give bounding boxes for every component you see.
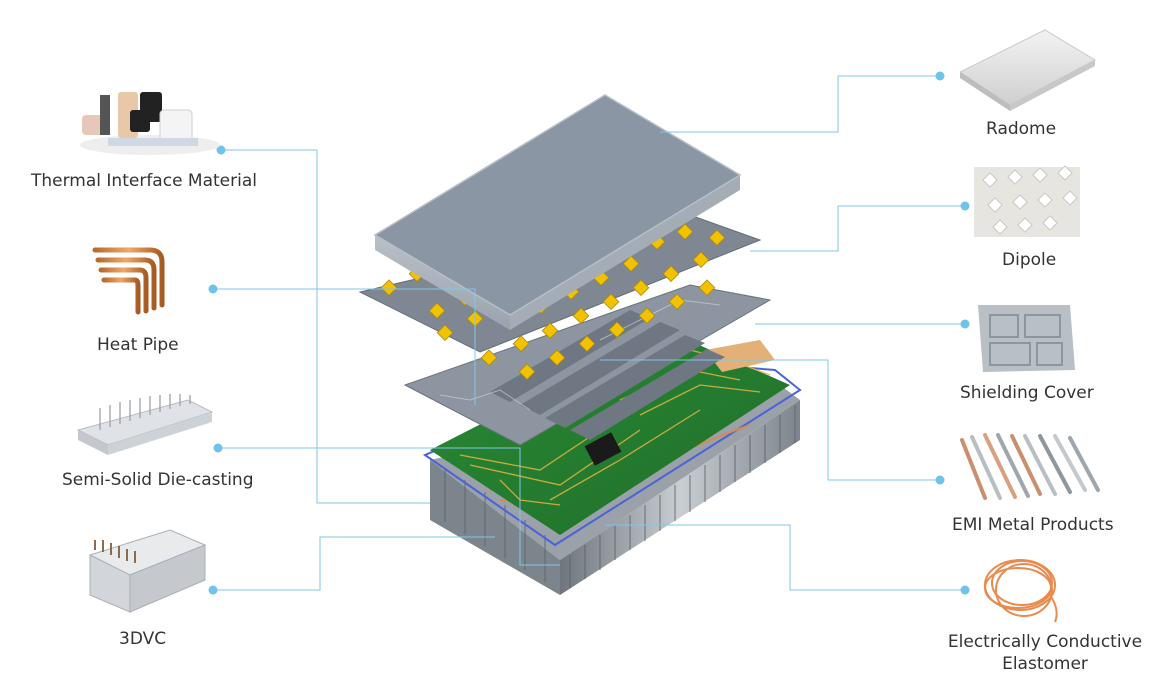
label-emi-metal-products: EMI Metal Products (952, 515, 1114, 535)
emi-metal-parts-image (960, 433, 1100, 500)
dot-radome (935, 71, 945, 81)
leader-line-radome (660, 75, 940, 133)
label-elastomer-line-2: Elastomer (1002, 654, 1088, 674)
leader-line-tim (221, 149, 430, 504)
dot-emi (935, 475, 945, 485)
label-elastomer-line-1: Electrically Conductive (947, 632, 1143, 652)
label-shielding-cover: Shielding Cover (960, 383, 1094, 403)
leader-dots (208, 71, 970, 595)
dot-elastomer (960, 585, 970, 595)
leader-lines (213, 75, 965, 591)
radome-layer (373, 94, 742, 330)
label-semi-solid-die-casting: Semi-Solid Die-casting (62, 470, 254, 490)
label-dipole: Dipole (1002, 250, 1057, 270)
dot-heat-pipe (208, 284, 218, 294)
leader-line-elastomer (605, 524, 965, 591)
3dvc-module-image (88, 529, 207, 613)
dot-die-casting (213, 443, 223, 453)
heat-pipe-image (92, 247, 165, 315)
leader-line-heat-pipe (213, 288, 476, 405)
leader-line-dipole (750, 205, 965, 252)
conductive-cord-image (984, 559, 1058, 623)
leader-line-die-casting (218, 447, 560, 566)
dipole-array-image (974, 165, 1080, 237)
radome-panel-image (958, 29, 1097, 111)
label-electrically-conductive-elastomer: Electrically Conductive Elastomer (945, 631, 1145, 675)
dot-dipole (960, 201, 970, 211)
label-radome: Radome (986, 119, 1057, 139)
dot-tim (216, 145, 226, 155)
dot-shielding (960, 319, 970, 329)
dot-3dvc (208, 585, 218, 595)
shielding-cover-layer (403, 284, 772, 446)
label-thermal-interface-material: Thermal Interface Material (31, 171, 257, 191)
leader-line-3dvc (213, 536, 495, 591)
label-3dvc: 3DVC (119, 629, 167, 649)
tim-products-image (80, 92, 220, 155)
heat-sink-image (76, 394, 214, 455)
shielding-cover-image (978, 305, 1075, 372)
label-heat-pipe: Heat Pipe (97, 335, 179, 355)
leader-line-emi (600, 359, 940, 481)
